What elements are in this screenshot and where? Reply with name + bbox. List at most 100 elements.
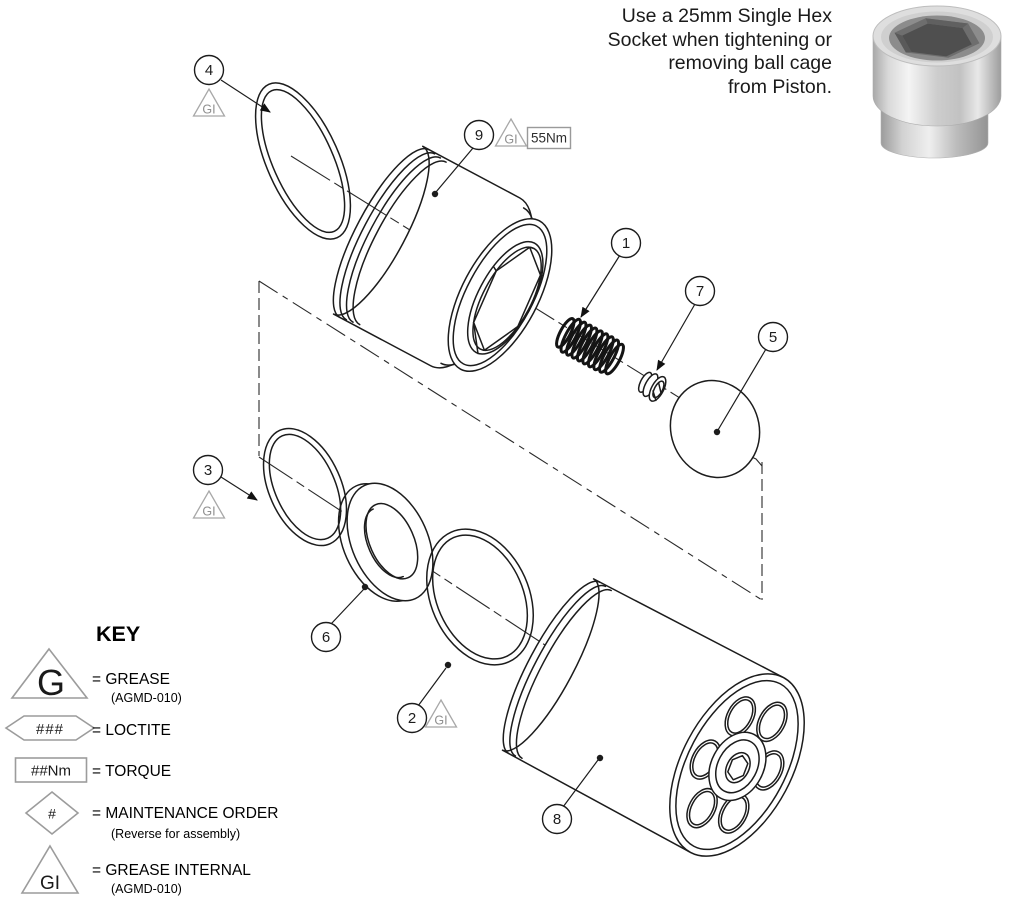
balloon-4: 4 (193, 54, 225, 86)
part-oring-4 (254, 82, 352, 240)
svg-text:(AGMD-010): (AGMD-010) (111, 882, 182, 896)
svg-text:GI: GI (40, 873, 60, 894)
balloon-7-number: 7 (696, 283, 704, 300)
svg-text:GI: GI (434, 714, 447, 728)
triangle-icon (192, 489, 226, 519)
part-piston-8 (501, 578, 805, 857)
washer-hole-depth (363, 508, 404, 579)
leader-8 (562, 759, 599, 808)
svg-text:= LOCTITE: = LOCTITE (92, 722, 171, 739)
svg-text:GI: GI (202, 505, 215, 519)
leader-9-dot (431, 190, 439, 198)
torque-value: 55Nm (531, 131, 567, 146)
socket-photo (872, 5, 1002, 159)
balloon-3-number: 3 (204, 462, 212, 479)
key-legend: KEY G = GREASE (AGMD-010) ### = LOCTITE … (4, 622, 278, 896)
grease-internal-triangle-icon (20, 844, 80, 894)
balloon-5-number: 5 (769, 329, 777, 346)
triangle-icon (192, 87, 226, 117)
svg-text:##Nm: ##Nm (31, 763, 71, 780)
balloon-6: 6 (310, 621, 342, 653)
washer-hole (365, 502, 419, 580)
leader-6 (330, 588, 365, 625)
leader-9 (435, 147, 474, 193)
part-spring-1 (555, 317, 625, 376)
socket-hex-floor (902, 23, 972, 57)
svg-text:= GREASE INTERNAL: = GREASE INTERNAL (92, 862, 251, 879)
instruction-note: Use a 25mm Single Hex Socket when tighte… (530, 5, 832, 99)
balloon-9-number: 9 (475, 127, 483, 144)
socket-hex-facet-2 (925, 18, 969, 28)
part-fitting-7 (637, 371, 667, 402)
torque-tag: 55Nm (526, 126, 572, 150)
grease-internal-icon-3: GI (192, 489, 226, 519)
svg-text:(Reverse for assembly): (Reverse for assembly) (111, 827, 240, 841)
svg-text:GI: GI (202, 103, 215, 117)
key-row-maintenance: # = MAINTENANCE ORDER (Reverse for assem… (24, 790, 278, 841)
key-row-loctite: ### = LOCTITE (4, 715, 171, 741)
balloon-1-number: 1 (622, 235, 630, 252)
maintenance-diamond-icon (24, 790, 80, 836)
leader-4 (220, 79, 271, 113)
note-line: from Piston. (727, 75, 832, 98)
svg-text:= MAINTENANCE ORDER: = MAINTENANCE ORDER (92, 805, 278, 822)
part-ball-cage-9 (332, 145, 553, 373)
balloon-3: 3 (192, 454, 224, 486)
balloon-5: 5 (757, 321, 789, 353)
leader-8-dot (596, 754, 604, 762)
balloon-2-number: 2 (408, 710, 416, 727)
note-line: removing ball cage (668, 52, 832, 74)
svg-text:G: G (37, 662, 65, 703)
svg-text:= GREASE: = GREASE (92, 671, 170, 688)
triangle-icon (494, 117, 528, 147)
svg-text:(AGMD-010): (AGMD-010) (111, 691, 182, 705)
torque-box-icon (14, 757, 88, 783)
balloon-7: 7 (684, 275, 716, 307)
svg-text:###: ### (36, 721, 64, 738)
leader-lines (220, 79, 767, 808)
balloon-1: 1 (610, 227, 642, 259)
balloon-8-number: 8 (553, 811, 561, 828)
hub-hex-bore (727, 754, 749, 781)
barrel-end-ridges (502, 580, 612, 760)
part-oring-3 (262, 427, 348, 547)
key-heading: KEY (96, 622, 140, 646)
svg-text:#: # (48, 806, 56, 822)
part-disc-5 (669, 379, 761, 479)
torque-box (526, 126, 572, 150)
leader-2 (417, 667, 447, 707)
grease-internal-icon-9: GI (494, 117, 528, 147)
leader-2-dot (444, 661, 452, 669)
thread-ridges (332, 147, 447, 326)
leader-3 (220, 476, 258, 501)
note-line: Use a 25mm Single Hex (621, 5, 832, 27)
leader-1 (580, 254, 621, 318)
leader-6-dot (361, 583, 369, 591)
note-line: Socket when tightening or (607, 28, 832, 51)
grease-internal-icon-2: GI (424, 698, 458, 728)
balloon-9: 9 (463, 119, 495, 151)
balloon-6-number: 6 (322, 629, 330, 646)
triangle-icon (424, 698, 458, 728)
slot-lines (652, 381, 662, 402)
part-washer-6 (337, 482, 434, 602)
balloon-2: 2 (396, 702, 428, 734)
svg-text:GI: GI (504, 133, 517, 147)
part-oring-2 (425, 528, 535, 666)
grease-internal-icon-4: GI (192, 87, 226, 117)
internal-cage-lines (472, 246, 535, 355)
leader-7 (656, 303, 696, 371)
center-hub (708, 731, 767, 802)
loctite-hexagon-icon (4, 715, 96, 741)
leader-5-dot (713, 428, 721, 436)
grease-triangle-icon (10, 647, 89, 699)
balloon-8: 8 (541, 803, 573, 835)
leader-5 (717, 348, 767, 431)
socket-hex-facet (894, 32, 912, 53)
balloon-4-number: 4 (205, 62, 213, 79)
key-row-grease-internal: GI = GREASE INTERNAL (AGMD-010) (20, 844, 251, 896)
fold-line-diagonal (258, 280, 763, 601)
piston-bores (686, 696, 788, 834)
